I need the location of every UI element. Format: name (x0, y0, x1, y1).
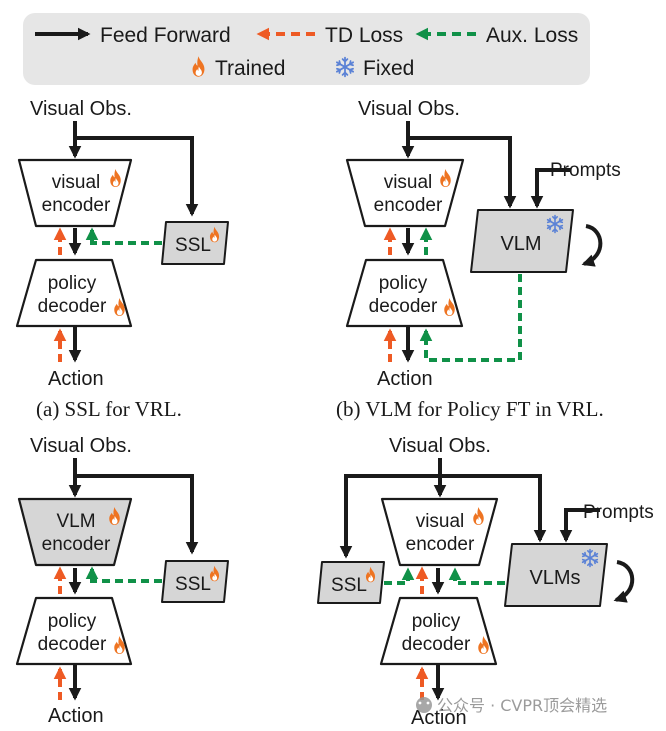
ssl-module (161, 560, 229, 603)
watermark-text: 公众号 · CVPR顶会精选 (437, 696, 607, 715)
legend-trained-label: Trained (215, 57, 285, 80)
panel-d: Visual Obs. Prompts visual encoder polic… (317, 435, 654, 729)
ssl-module (317, 561, 385, 604)
decoder-label-line2: decoder (369, 296, 438, 317)
visual-encoder (17, 158, 133, 228)
ssl-module (161, 221, 229, 265)
prompts-label: Prompts (550, 160, 621, 181)
aux-loss-arrow (85, 227, 162, 245)
legend-background (23, 13, 590, 85)
recurrent-arrow (581, 224, 603, 267)
aux-loss-arrow (448, 567, 505, 585)
vlms-module (504, 543, 608, 607)
legend-td-loss-label: TD Loss (325, 24, 403, 47)
visual-obs-label: Visual Obs. (30, 98, 132, 120)
legend: Feed Forward TD Loss Aux. Loss Trained F… (23, 13, 590, 85)
policy-decoder (345, 258, 464, 328)
action-label: Action (48, 705, 104, 727)
decoder-label-line1: policy (412, 611, 461, 632)
encoder-label-line2: encoder (42, 195, 111, 216)
feed-forward-arrow (440, 474, 547, 543)
decoder-label-line2: decoder (38, 634, 107, 655)
visual-encoder (380, 497, 499, 567)
vlm-label: VLM (500, 233, 541, 255)
policy-decoder (15, 258, 133, 328)
decoder-label-line2: decoder (402, 634, 471, 655)
visual-obs-label: Visual Obs. (389, 435, 491, 457)
visual-encoder (345, 158, 465, 228)
aux-loss-arrow (419, 274, 522, 362)
encoder-label-line2: encoder (374, 195, 443, 216)
policy-decoder (379, 596, 498, 666)
encoder-label-line2: encoder (42, 534, 111, 555)
prompts-arrow (530, 168, 571, 209)
aux-loss-arrow (85, 566, 162, 583)
aux-loss-arrow (384, 567, 415, 585)
feed-forward-arrow (73, 121, 199, 217)
visual-obs-label: Visual Obs. (30, 435, 132, 457)
feed-forward-arrow (406, 121, 517, 209)
visual-obs-label: Visual Obs. (358, 98, 460, 120)
prompts-arrow (559, 508, 600, 543)
decoder-label-line1: policy (379, 273, 428, 294)
ssl-label: SSL (331, 575, 367, 596)
caption-a: (a) SSL for VRL. (36, 397, 182, 421)
caption-b: (b) VLM for Policy FT in VRL. (336, 397, 604, 421)
recurrent-arrow (613, 560, 635, 603)
legend-aux-loss-label: Aux. Loss (486, 24, 578, 47)
feed-forward-arrow (339, 474, 440, 559)
encoder-label-line1: visual (52, 172, 101, 193)
ssl-label: SSL (175, 235, 211, 256)
vlm-encoder (17, 497, 133, 567)
legend-fixed-label: Fixed (363, 57, 414, 80)
panel-b: Visual Obs. Prompts visual encoder polic… (336, 98, 621, 421)
decoder-label-line2: decoder (38, 296, 107, 317)
encoder-label-line1: visual (384, 172, 433, 193)
feed-forward-arrow (73, 458, 199, 555)
panel-a: Visual Obs. visual encoder policy decode… (15, 98, 229, 421)
encoder-label-line1: visual (416, 511, 465, 532)
watermark: 公众号 · CVPR顶会精选 (416, 696, 607, 715)
vlms-label: VLMs (529, 567, 580, 589)
ssl-label: SSL (175, 574, 211, 595)
decoder-label-line1: policy (48, 273, 97, 294)
encoder-label-line1: VLM (56, 511, 95, 532)
action-label: Action (48, 368, 104, 390)
legend-feed-forward-label: Feed Forward (100, 24, 231, 47)
action-label: Action (377, 368, 433, 390)
prompts-label: Prompts (583, 502, 654, 523)
encoder-label-line2: encoder (406, 534, 475, 555)
decoder-label-line1: policy (48, 611, 97, 632)
policy-decoder (15, 596, 133, 666)
panel-c: Visual Obs. VLM encoder policy decoder S… (15, 435, 229, 727)
wechat-icon (416, 697, 432, 713)
